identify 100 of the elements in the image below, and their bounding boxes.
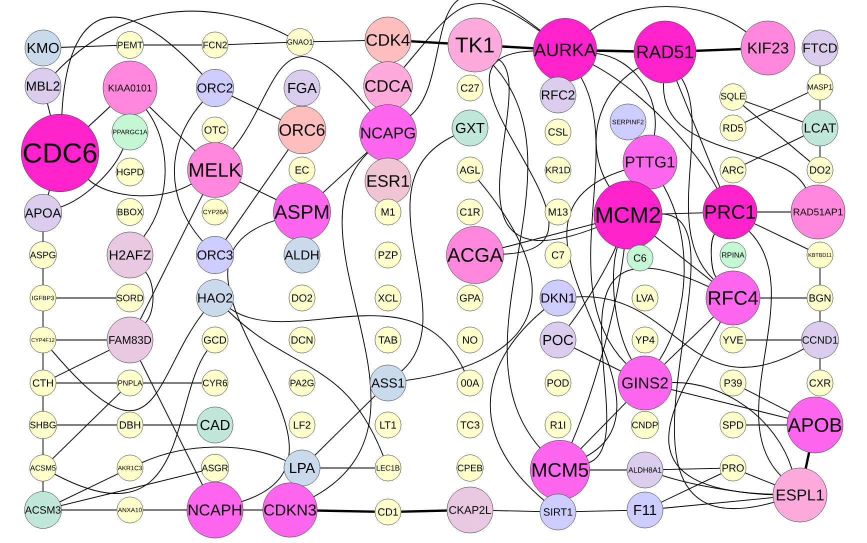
edge-line	[312, 40, 366, 42]
gene-node: SQLE	[720, 84, 746, 110]
edge-line	[744, 100, 804, 122]
gene-node: APOA	[24, 194, 62, 232]
edge-line	[317, 509, 375, 513]
gene-node: PEMT	[116, 31, 144, 59]
edge-line	[748, 230, 782, 476]
gene-node: KIAA0101	[102, 60, 158, 116]
gene-node: NO	[456, 326, 484, 354]
gene-node: RD5	[720, 114, 746, 142]
edge-line	[576, 510, 628, 512]
gene-node: FGA	[284, 70, 320, 106]
gene-node: ASPM	[273, 183, 331, 241]
gene-node: DO2	[288, 284, 316, 312]
gene-node: ASPG	[29, 241, 57, 269]
gene-node: SORD	[116, 284, 144, 312]
gene-node: MBL2	[24, 68, 62, 104]
edge-line	[696, 48, 741, 52]
gene-node: MELK	[187, 142, 243, 198]
gene-node: RFC4	[706, 270, 760, 326]
edge-line	[42, 480, 44, 492]
edge-line	[61, 16, 204, 116]
edge-line	[239, 181, 278, 201]
edge-line	[744, 92, 808, 123]
gene-node: M13	[544, 198, 572, 226]
gene-node: TC3	[456, 412, 484, 438]
edge-line	[596, 68, 639, 190]
gene-node: ORC3	[196, 236, 234, 274]
edge-line	[710, 234, 716, 278]
edge-line	[411, 40, 448, 45]
edge-line	[313, 152, 372, 498]
gene-node: RAD51AP1	[790, 184, 846, 240]
gene-node: ORC6	[278, 106, 326, 154]
gene-node: CDK4	[364, 16, 412, 64]
edge-line	[596, 53, 656, 136]
edge-line	[406, 180, 532, 381]
gene-node: PZP	[374, 242, 402, 268]
edge-line	[401, 135, 454, 372]
edge-line	[596, 49, 634, 53]
edge-line	[492, 64, 542, 450]
edge-line	[228, 310, 384, 456]
edge-line	[42, 310, 44, 328]
gene-node: DKN1	[540, 280, 576, 316]
gene-node: KIF23	[740, 20, 796, 76]
edge-line	[660, 473, 722, 503]
gene-node: F11	[626, 492, 664, 528]
gene-node: KR1D	[544, 156, 572, 184]
edge-line	[592, 64, 718, 189]
edge-line	[664, 316, 714, 365]
gene-node: CDC6	[20, 114, 100, 192]
gene-node: GCD	[202, 326, 228, 354]
gene-node: YVE	[720, 326, 746, 354]
edge-line	[143, 109, 166, 237]
edge-line	[142, 446, 286, 464]
gene-node: DO2	[806, 156, 834, 184]
gene-node: YP4	[632, 326, 658, 354]
edge-line	[409, 0, 541, 117]
edge-line	[174, 101, 204, 242]
edge-line	[566, 170, 624, 458]
edge-line	[142, 44, 202, 46]
gene-node: CAD	[196, 406, 234, 444]
gene-node: CXR	[806, 370, 834, 396]
edge-line	[574, 348, 622, 372]
gene-node: HGPD	[116, 158, 144, 186]
edge-line	[42, 352, 44, 370]
edge-line	[804, 451, 810, 469]
gene-node: CKAP2L	[446, 486, 494, 534]
gene-node: FCN2	[202, 32, 228, 58]
gene-node: P39	[720, 370, 746, 396]
edge-line	[659, 185, 685, 360]
gene-node: PA2G	[288, 370, 316, 396]
gene-node: RFC2	[540, 76, 576, 114]
edge-line	[672, 382, 792, 470]
gene-node: DBH	[116, 412, 144, 438]
gene-node: POD	[544, 370, 572, 396]
edge-line	[662, 497, 774, 509]
gene-node: C1R	[456, 198, 484, 226]
edge-line	[490, 309, 544, 501]
edge-line	[142, 382, 202, 384]
gene-node: 00A	[456, 370, 484, 396]
edge-line	[576, 296, 804, 368]
edge-line	[652, 234, 712, 282]
edge-line	[402, 3, 540, 69]
edge-line	[662, 475, 774, 496]
gene-node: CPEB	[456, 454, 484, 482]
gene-node: CCND1	[801, 321, 839, 359]
gene-node: GPA	[456, 284, 484, 312]
edge-line	[744, 135, 804, 165]
gene-node: GINS2	[618, 356, 672, 410]
edge-line	[492, 510, 540, 512]
gene-node: BGN	[806, 284, 834, 312]
edge-line	[401, 509, 447, 513]
gene-node: RAD51	[634, 20, 696, 84]
edge-line	[754, 223, 809, 250]
gene-node: NCAPG	[359, 104, 417, 162]
edge-line	[224, 148, 290, 240]
edge-line	[55, 10, 289, 74]
gene-node: AURKA	[533, 18, 597, 82]
gene-node: HAO2	[196, 279, 234, 317]
edge-line	[502, 45, 534, 50]
